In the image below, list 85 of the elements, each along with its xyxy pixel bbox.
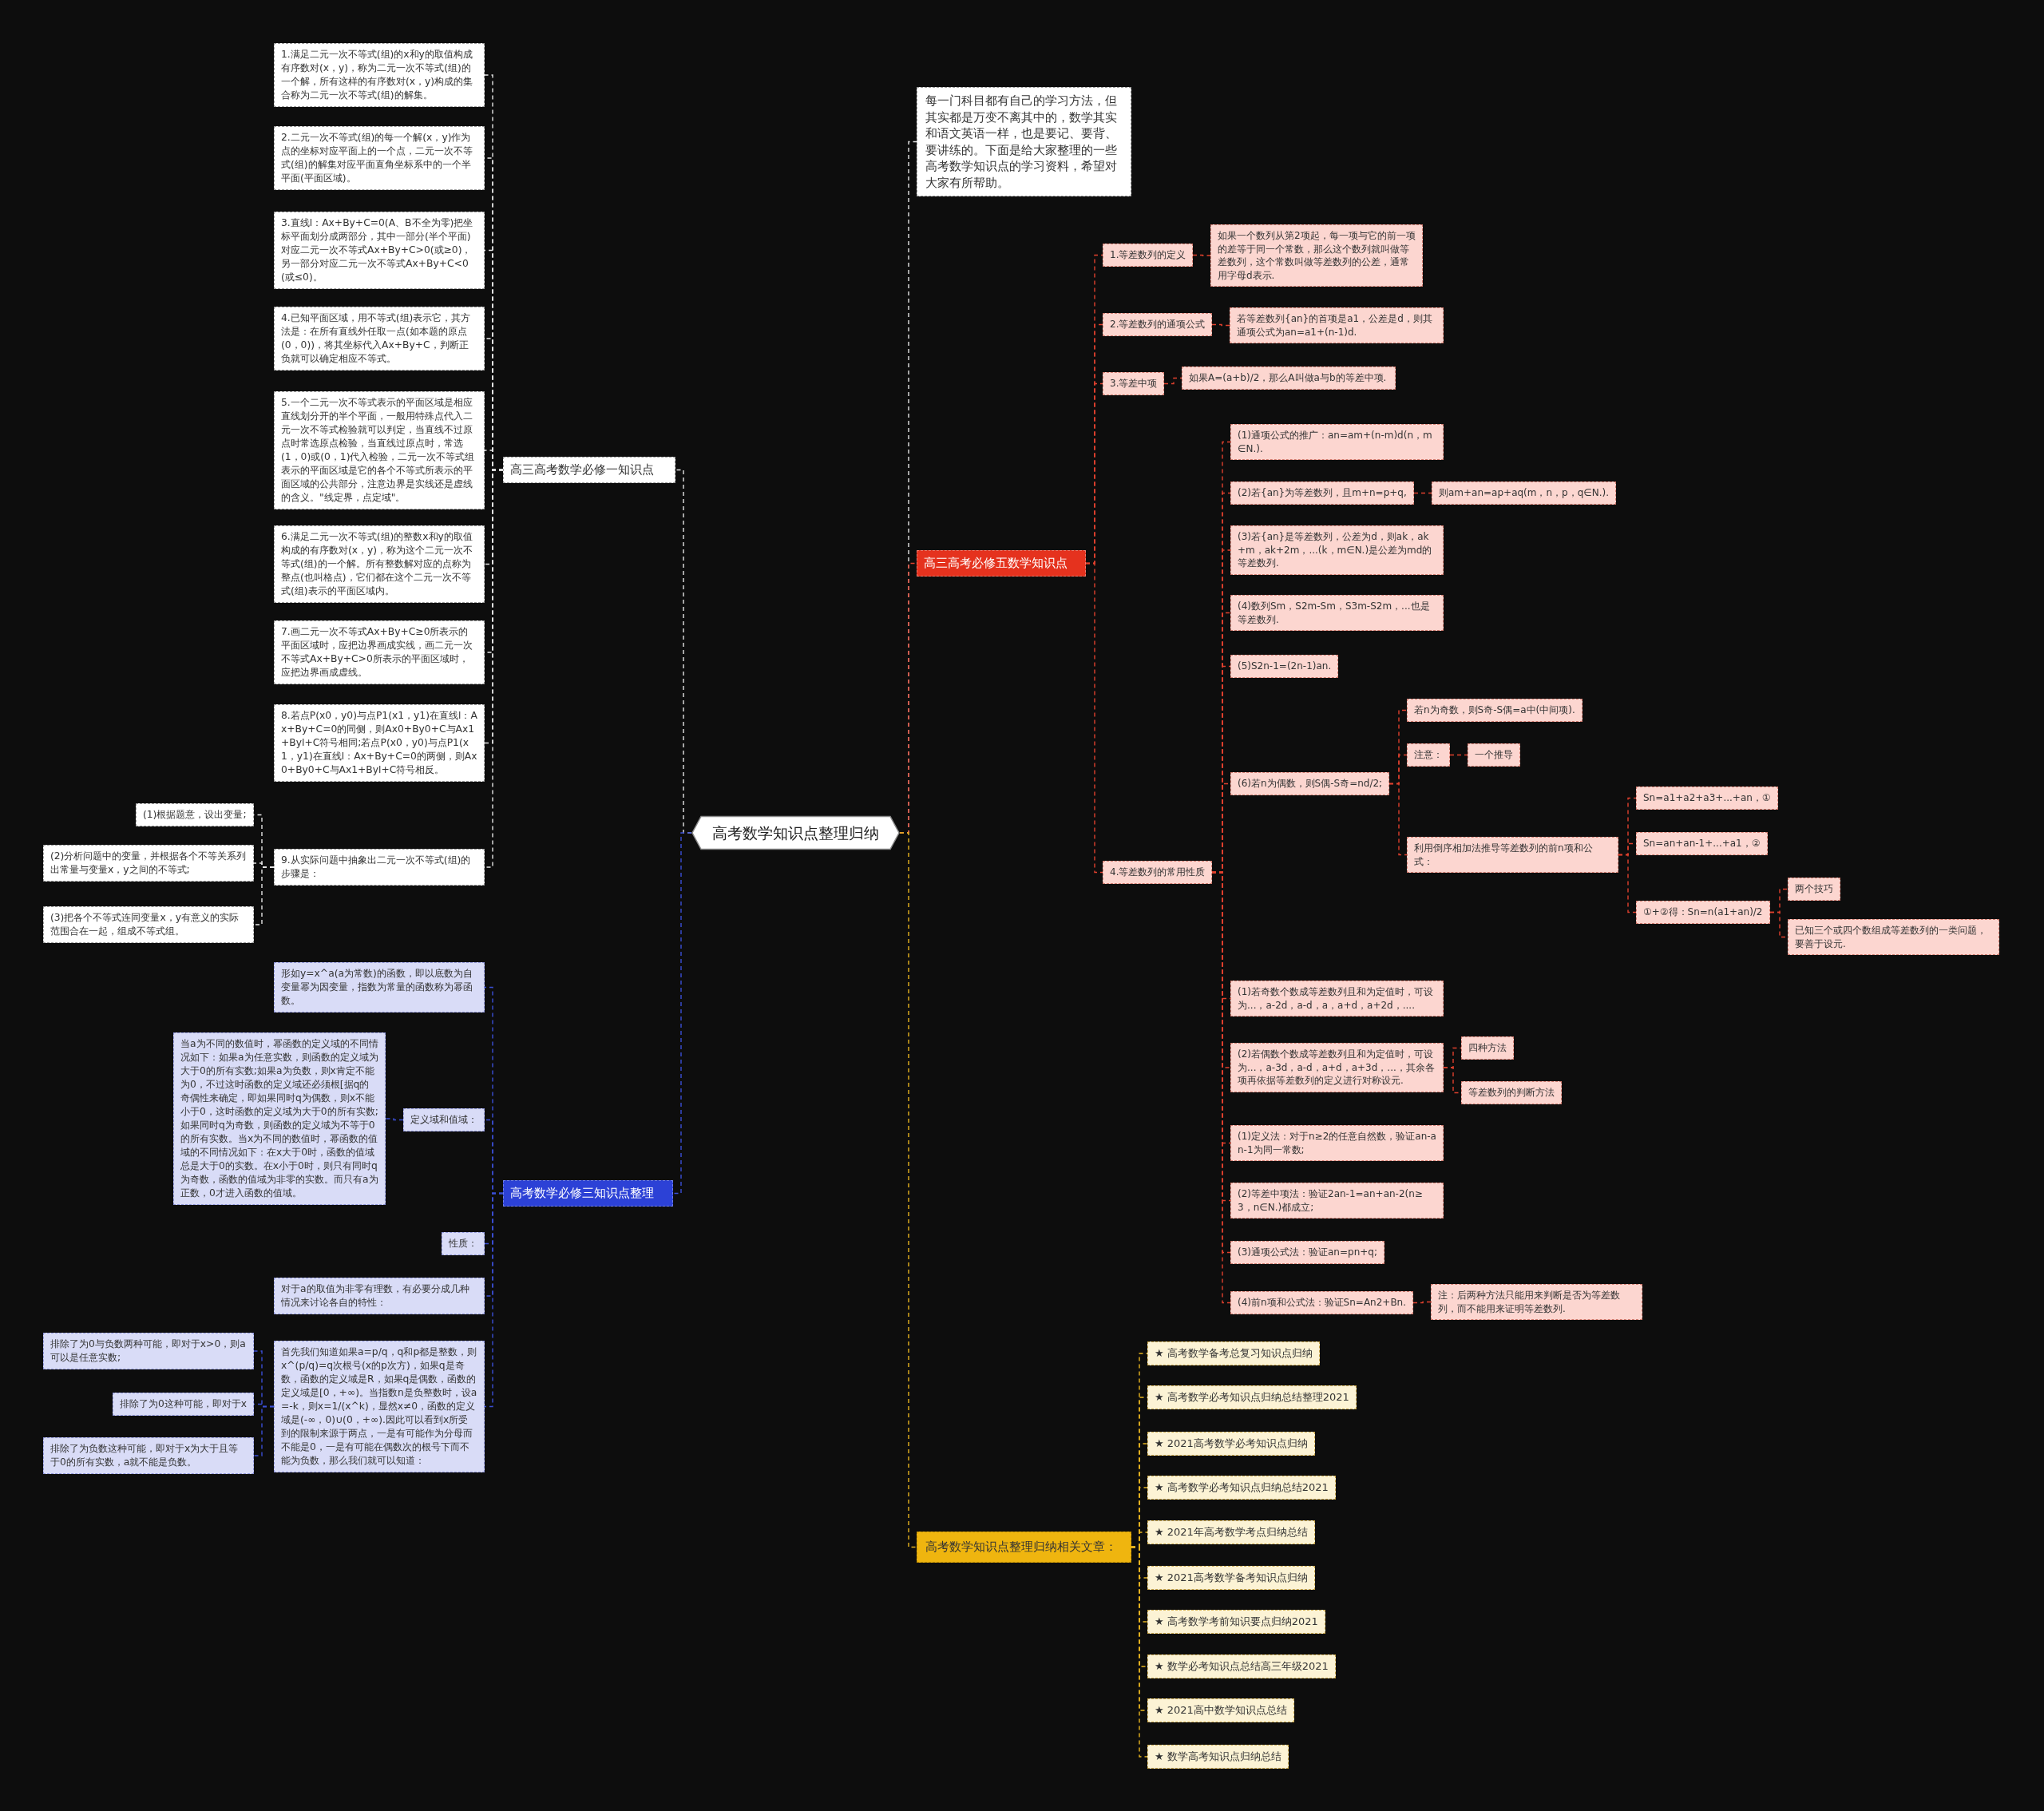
connector-line [253,866,275,925]
topic-box: 3.等差中项 [1103,372,1165,395]
connector-line [253,1405,275,1456]
topic-box: (4)数列Sm，S2m-Sm，S3m-S2m，...也是等差数列. [1230,595,1444,632]
topic-box: 1.等差数列的定义 [1103,244,1194,267]
topic-box: 如果A=(a+b)/2，那么A叫做a与b的等差中项. [1182,367,1396,390]
topic-box: 性质： [442,1232,485,1255]
topic-box: (3)通项公式法：验证an=pn+q; [1230,1241,1384,1264]
topic-box: 两个技巧 [1788,878,1840,901]
topic-box: 形如y=x^a(a为常数)的函数，即以底数为自变量幂为因变量，指数为常量的函数称为幂函数。 [274,962,485,1012]
topic-box: 8.若点P(x0，y0)与点P1(x1，y1)在直线l：Ax+By+C=0的同侧，则Ax0+By0+C与Ax1+Byl+C符号相同;若点P(x0，y0)与点P1(x1，y1)在直线l：Ax+By+C=0的两侧，则Ax0+By0+C与Ax1+Byl+C符号相反。 [274,704,485,782]
connector-line [1211,323,1230,327]
topic-box: (2)等差中项法：验证2an-1=an+an-2(n≥3，n∈N.)都成立; [1230,1183,1444,1219]
intro-text-box: 每一门科目都有自己的学习方法，但其实都是万变不离其中的，数学其实和语文英语一样，也是要记、要背、要讲练的。下面是给大家整理的一些高考数学知识点的学习资料，希望对大家有所帮助。 [917,87,1131,197]
topic-box: 对于a的取值为非零有理数，有必要分成几种情况来讨论各自的特性： [274,1278,485,1314]
topic-box: 4.已知平面区域，用不等式(组)表示它，其方法是：在所有直线外任取一点(如本题的原点(0，0))，将其坐标代入Ax+By+C，判断正负就可以确定相应不等式。 [274,307,485,371]
topic-box: ①+②得：Sn=n(a1+an)/2 [1636,901,1770,924]
topic-box: 当a为不同的数值时，幂函数的定义域的不同情况如下：如果a为任意实数，则函数的定义域为大于0的所有实数;如果a为负数，则x肯定不能为0，不过这时函数的定义域还必须根[据q的奇偶性来确定，即如果同时q为偶数，则x不能小于0，这时函数的定义域为大于0的所有实数;如果同时q为奇数，则函数的定义域为不等于0的所有实数。当x为不同的数值时，幂函数的值域的不同情况如下：在x大于0时，函数的值域总是大于0的实数。在x小于0时，则只有同时q为奇数，函数的值域为非零的实数。而只有a为正数，0才进入函数的值域。 [173,1032,386,1205]
topic-box: Sn=an+an-1+...+a1，② [1636,832,1768,855]
topic-box: 2.二元一次不等式(组)的每一个解(x，y)作为点的坐标对应平面上的一个点，二元一次不等式(组)的解集对应平面直角坐标系中的一个半平面(平面区域)。 [274,126,485,190]
topic-box: (1)根据题意，设出变量; [136,803,254,826]
article-box: ★ 高考数学必考知识点归纳总结整理2021 [1147,1385,1357,1409]
topic-box: (4)前n项和公式法：验证Sn=An2+Bn. [1230,1291,1414,1314]
topic-box: 7.画二元一次不等式Ax+By+C≥0所表示的平面区域时，应把边界画成实线，画二元一次不等式Ax+By+C>0所表示的平面区域时，应把边界画成虚线。 [274,620,485,684]
topic-box: (1)通项公式的推广：an=am+(n-m)d(n，m∈N.). [1230,424,1444,461]
topic-box: (2)若偶数个数成等差数列且和为定值时，可设为...，a-3d，a-d，a+d，a+3d，...，其余各项再依据等差数列的定义进行对称设元. [1230,1043,1444,1092]
topic-box: (1)定义法：对于n≥2的任意自然数，验证an-an-1为同一常数; [1230,1125,1444,1162]
article-box: ★ 2021高考数学必考知识点归纳 [1147,1432,1315,1456]
topic-box: (6)若n为偶数，则S偶-S奇=nd/2; [1230,772,1390,795]
central-topic: 高考数学知识点整理归纳 [691,815,900,850]
article-box: ★ 2021年高考数学考点归纳总结 [1147,1520,1315,1544]
topic-box: 排除了为0与负数两种可能，即对于x>0，则a可以是任意实数; [43,1333,254,1369]
connector-line [1413,492,1432,494]
connector-line [1192,254,1211,256]
topic-box: Sn=a1+a2+a3+...+an，① [1636,787,1778,810]
topic-box: 若等差数列{an}的首项是a1，公差是d，则其通项公式为an=a1+(n-1)d. [1230,307,1444,344]
branch-topic: 高三高考必修五数学知识点 [917,550,1086,577]
topic-box: (1)若奇数个数成等差数列且和为定值时，可设为...，a-2d，a-d，a，a+d，a+2d，.... [1230,981,1444,1017]
article-box: ★ 2021高中数学知识点总结 [1147,1698,1294,1722]
connector-line [385,1118,404,1121]
connector-line [1412,1301,1432,1304]
connector-line [672,832,692,1195]
topic-box: (3)若{an}是等差数列，公差为d，则ak，ak+m，ak+2m，...(k，m∈N.)是公差为md的等差数列. [1230,525,1444,575]
topic-box: 排除了为0这种可能，即对于x [113,1393,255,1416]
connector-line [1388,783,1408,856]
topic-box: 5.一个二元一次不等式表示的平面区域是相应直线划分开的半个平面，一般用特殊点代入二元一次不等式检验就可以判定，当直线不过原点时常选原点检验，当直线过原点时，常选(1，0)或(0，1)代入检验，二元一次不等式组表示的平面区域是它的各个不等式所表示的平面区域的公共部分，注意边界是实线还是虚线的含义。"线定界，点定域"。 [274,391,485,509]
topic-box: 9.从实际问题中抽象出二元一次不等式(组)的步骤是： [274,849,485,886]
topic-box: (2)若{an}为等差数列，且m+n=p+q, [1230,481,1414,505]
connector-line [1618,854,1637,913]
topic-box: 利用倒序相加法推导等差数列的前n项和公式： [1407,837,1618,874]
article-box: ★ 高考数学备考总复习知识点归纳 [1147,1341,1320,1365]
topic-box: (2)分析问题中的变量，并根据各个不等关系列出常量与变量x，y之间的不等式; [43,845,254,882]
topic-box: 首先我们知道如果a=p/q，q和p都是整数，则x^(p/q)=q次根号(x的p次方)，如果q是奇数，函数的定义域是R，如果q是偶数，函数的定义域是[0，+∞)。当指数n是负整数时，设a=-k，则x=1/(x^k)，显然x≠0，函数的定义域是(-∞，0)∪(0，+∞).因此可以看到x所受到的限制来源于两点，一是有可能作为分母而不能是0，一是有可能在偶数次的根号下而不能为负数，那么我们就可以知道： [274,1341,485,1472]
topic-box: 定义域和值域： [403,1108,485,1131]
topic-box: 四种方法 [1461,1036,1514,1060]
topic-box: 等差数列的判断方法 [1461,1081,1562,1104]
topic-box: 3.直线l：Ax+By+C=0(A、B不全为零)把坐标平面划分成两部分，其中一部分(半个平面)对应二元一次不等式Ax+By+C>0(或≥0)，另一部分对应二元一次不等式Ax+By+C<0(或≤0)。 [274,212,485,289]
topic-box: 若n为奇数，则S奇-S偶=a中(中间项). [1407,699,1583,722]
article-box: ★ 2021高考数学备考知识点归纳 [1147,1566,1315,1590]
topic-box: 2.等差数列的通项公式 [1103,313,1213,336]
topic-box: 则am+an=ap+aq(m，n，p，q∈N.). [1432,481,1617,505]
connector-line [1131,1546,1148,1758]
article-box: ★ 高考数学必考知识点归纳总结2021 [1147,1476,1336,1500]
topic-box: 4.等差数列的常用性质 [1103,861,1213,884]
topic-box: 注：后两种方法只能用来判断是否为等差数列，而不能用来证明等差数列. [1431,1284,1642,1321]
topic-box: (3)把各个不等式连同变量x，y有意义的实际范围合在一起，组成不等式组。 [43,906,254,943]
topic-box: 一个推导 [1468,743,1520,767]
article-box: ★ 数学必考知识点总结高三年级2021 [1147,1654,1336,1678]
connector-line [1085,562,1103,874]
article-box: ★ 高考数学考前知识要点归纳2021 [1147,1610,1325,1634]
connector-line [1163,377,1182,385]
topic-box: 注意： [1407,743,1450,767]
connector-line [484,1192,504,1408]
topic-box: 1.满足二元一次不等式(组)的x和y的取值构成有序数对(x，y)，称为二元一次不等式(组)的一个解，所有这样的有序数对(x，y)构成的集合称为二元一次不等式(组)的解集。 [274,43,485,107]
branch-topic: 高考数学必修三知识点整理 [503,1180,673,1207]
topic-box: (5)S2n-1=(2n-1)an. [1230,655,1339,678]
topic-box: 6.满足二元一次不等式(组)的整数x和y的取值构成的有序数对(x，y)，称为这个二元一次不等式(组)的一个解。所有整数解对应的点称为整点(也叫格点)，它们都在这个二元一次不等式(组)表示的平面区域内。 [274,525,485,603]
topic-box: 如果一个数列从第2项起，每一项与它的前一项的差等于同一个常数，那么这个数列就叫做等差数列，这个常数叫做等差数列的公差，通常用字母d表示. [1210,224,1423,287]
article-box: ★ 数学高考知识点归纳总结 [1147,1745,1289,1769]
branch-topic: 高考数学知识点整理归纳相关文章： [917,1532,1131,1563]
topic-box: 已知三个或四个数组成等差数列的一类问题，要善于设元. [1788,919,1999,956]
branch-topic: 高三高考数学必修一知识点 [503,457,675,483]
connector-line [899,832,917,1548]
connector-line [1449,754,1468,756]
topic-box: 排除了为负数这种可能，即对于x为大于且等于0的所有实数，a就不能是负数。 [43,1437,254,1474]
